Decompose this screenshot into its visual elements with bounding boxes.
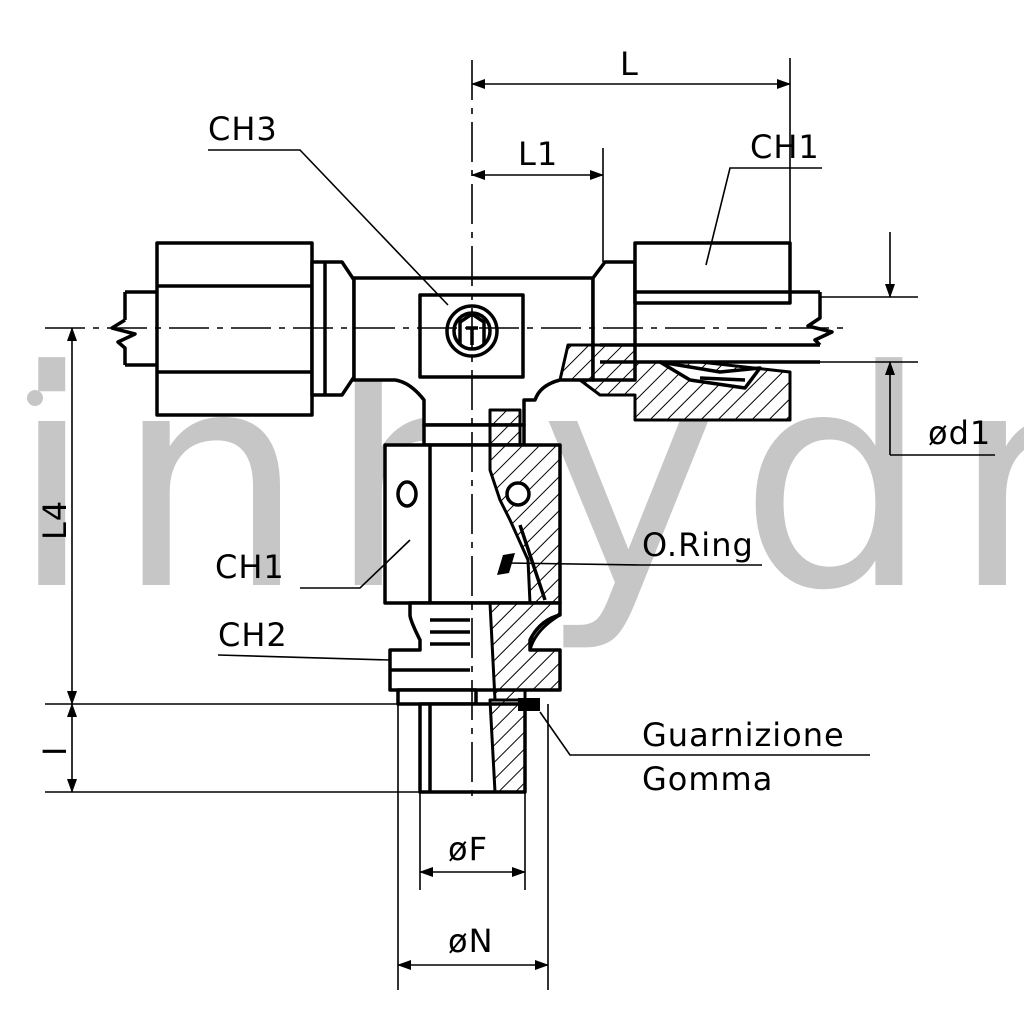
lower-body	[388, 601, 562, 702]
label-F: øF	[448, 830, 488, 868]
label-CH1-top: CH1	[750, 128, 820, 166]
label-oring: O.Ring	[642, 526, 754, 564]
o-ring-seal	[497, 553, 515, 575]
label-L1: L1	[518, 135, 558, 173]
label-L4: L4	[36, 500, 74, 540]
rubber-gasket	[518, 698, 540, 711]
label-CH2: CH2	[218, 616, 288, 654]
leader-lines	[208, 149, 870, 756]
dimension-lines	[45, 58, 995, 990]
label-d1: ød1	[928, 414, 991, 452]
label-N: øN	[448, 922, 494, 960]
label-CH1-left: CH1	[215, 548, 285, 586]
label-CH3: CH3	[208, 110, 278, 148]
centerlines	[45, 60, 845, 800]
label-L: L	[620, 45, 639, 83]
left-tube	[110, 290, 160, 367]
right-tube	[600, 290, 834, 364]
label-gasket-line2: Gomma	[642, 760, 773, 798]
label-I: I	[36, 746, 74, 756]
label-gasket-line1: Guarnizione	[642, 716, 845, 754]
watermark-dot	[27, 390, 43, 406]
left-nut	[155, 241, 356, 417]
threaded-end	[396, 688, 540, 794]
